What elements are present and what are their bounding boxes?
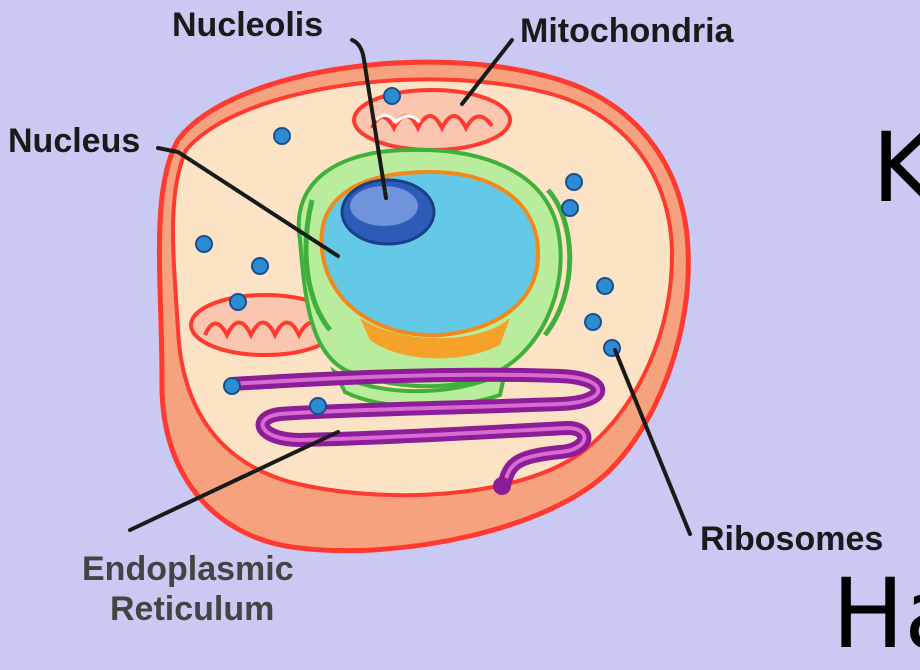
ribosome (252, 258, 268, 274)
ribosome (566, 174, 582, 190)
label-mitochondria: Mitochondria (520, 12, 733, 51)
label-nucleus: Nucleus (8, 122, 140, 161)
ribosome (224, 378, 240, 394)
label-reticulum: Reticulum (110, 590, 274, 629)
ribosome (597, 278, 613, 294)
label-ribosomes: Ribosomes (700, 520, 883, 559)
ribosome (274, 128, 290, 144)
ribosome (230, 294, 246, 310)
slide-heading-partial-1: K (872, 120, 920, 216)
slide-heading-partial-2: Ha (832, 566, 920, 662)
label-nucleolis: Nucleolis (172, 6, 323, 45)
label-endoplasmic: Endoplasmic (82, 550, 294, 589)
ribosome (384, 88, 400, 104)
ribosome (196, 236, 212, 252)
ribosome (585, 314, 601, 330)
ribosome (562, 200, 578, 216)
ribosome (310, 398, 326, 414)
